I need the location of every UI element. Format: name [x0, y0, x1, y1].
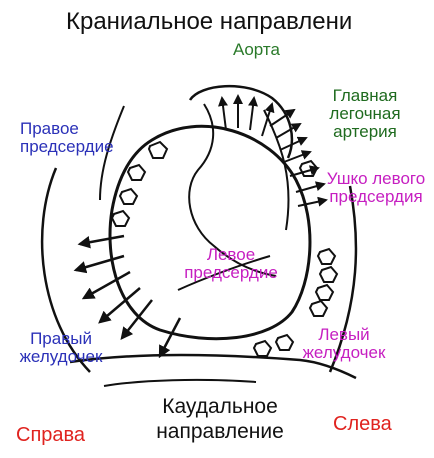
right-upper-curve [99, 105, 125, 201]
caudal-direction-title: Каудальное направление [156, 395, 284, 444]
left-auricle-label: Ушко левого предсердия [326, 169, 426, 206]
pulmonary-trunk-label: Главная легочная артерия [329, 86, 401, 141]
right-side-label: Справа [16, 424, 86, 446]
ventricle-curve-bottom [103, 378, 257, 387]
aorta-label: Аорта [233, 40, 280, 59]
outer-left-contour [40, 167, 91, 373]
heart-outline [108, 124, 312, 341]
right-atrium-label: Правое предсердие [20, 119, 114, 156]
ventricle-curve-lower [69, 353, 357, 380]
pulmonary-arrows [269, 108, 328, 207]
aorta-outline [188, 85, 294, 159]
left-atrium-line [177, 255, 271, 291]
aorta-arrows [218, 94, 275, 137]
outer-right-contour [328, 185, 358, 373]
pulmonary-line [263, 109, 290, 231]
right-ventricle-label: Правый желудочек [19, 329, 103, 366]
left-atrium-label: Левое предсердие [184, 245, 278, 282]
left-side-label: Слева [333, 413, 392, 435]
left-ventricle-label: Левый желудочек [302, 325, 386, 362]
pentagon-markers [110, 140, 339, 357]
cranial-direction-title: Краниальное направлени [66, 8, 353, 35]
right-ventricle-arrows [73, 234, 182, 359]
